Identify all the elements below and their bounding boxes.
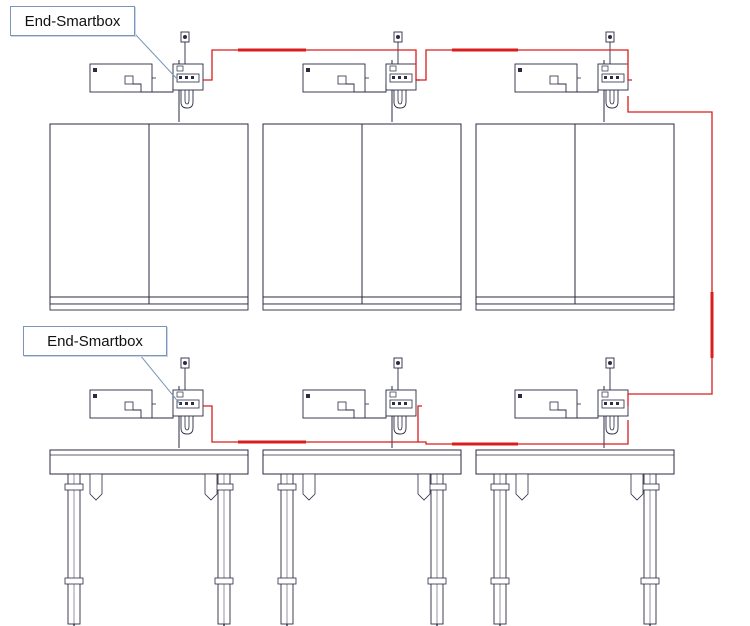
end-smartbox-label-bottom: End-Smartbox bbox=[23, 326, 167, 356]
cable-lower-1-2 bbox=[203, 405, 422, 443]
smartbox-lower-2 bbox=[302, 357, 417, 449]
end-smartbox-label-top: End-Smartbox bbox=[10, 6, 135, 36]
smartbox-upper-1 bbox=[89, 31, 204, 123]
smartbox-lower-3 bbox=[514, 357, 629, 449]
cable-lower-2-3 bbox=[418, 420, 629, 445]
smartbox-upper-2 bbox=[302, 31, 417, 123]
lower-table-3 bbox=[475, 449, 675, 626]
cable-upper-2-3 bbox=[416, 49, 632, 81]
red-cables bbox=[203, 49, 713, 445]
lower-table-1 bbox=[49, 449, 249, 626]
upper-cabinet-2 bbox=[262, 123, 462, 311]
smartbox-upper-3 bbox=[514, 31, 629, 123]
lower-table-2 bbox=[262, 449, 462, 626]
cable-braids bbox=[238, 48, 714, 446]
upper-cabinet-3 bbox=[475, 123, 675, 311]
smartbox-lower-1 bbox=[89, 357, 204, 449]
callout-leaders bbox=[134, 33, 181, 405]
upper-cabinet-1 bbox=[49, 123, 249, 311]
cable-upper-3-lower-3 bbox=[627, 96, 713, 406]
